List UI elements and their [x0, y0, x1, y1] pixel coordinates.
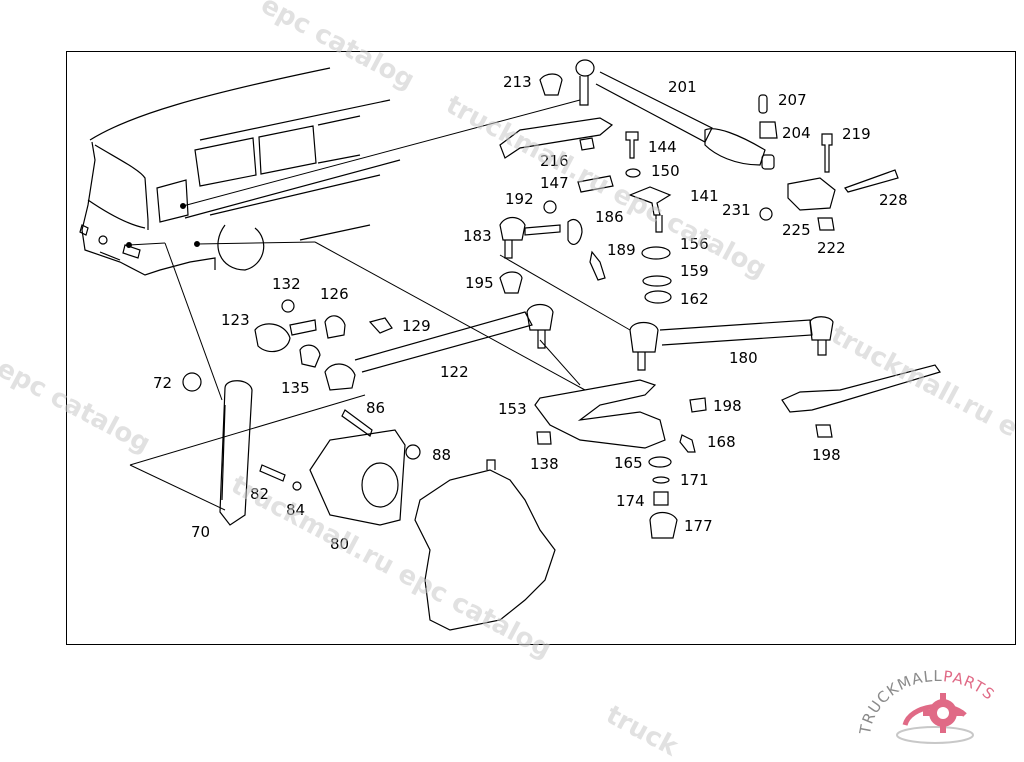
- callout-216[interactable]: 216: [540, 152, 569, 170]
- callout-201[interactable]: 201: [668, 78, 697, 96]
- callout-192[interactable]: 192: [505, 190, 534, 208]
- callout-70[interactable]: 70: [191, 523, 210, 541]
- callout-144[interactable]: 144: [648, 138, 677, 156]
- callout-165[interactable]: 165: [614, 454, 643, 472]
- callout-82[interactable]: 82: [250, 485, 269, 503]
- callout-156[interactable]: 156: [680, 235, 709, 253]
- callout-72[interactable]: 72: [153, 374, 172, 392]
- callout-86[interactable]: 86: [366, 399, 385, 417]
- callout-177[interactable]: 177: [684, 517, 713, 535]
- callout-159[interactable]: 159: [680, 262, 709, 280]
- truckmall-parts-logo: TRUCKMALLPARTS: [855, 655, 1020, 747]
- callout-228[interactable]: 228: [879, 191, 908, 209]
- callout-122[interactable]: 122: [440, 363, 469, 381]
- callout-207[interactable]: 207: [778, 91, 807, 109]
- callout-162[interactable]: 162: [680, 290, 709, 308]
- callout-153[interactable]: 153: [498, 400, 527, 418]
- callout-123[interactable]: 123: [221, 311, 250, 329]
- callout-204[interactable]: 204: [782, 124, 811, 142]
- callout-231[interactable]: 231: [722, 201, 751, 219]
- callout-213[interactable]: 213: [503, 73, 532, 91]
- callout-135[interactable]: 135: [281, 379, 310, 397]
- callout-labels: 213 201 207 204 219 144 216 150 147 141 …: [153, 73, 908, 553]
- callout-198-upper[interactable]: 198: [713, 397, 742, 415]
- callout-189[interactable]: 189: [607, 241, 636, 259]
- callout-186[interactable]: 186: [595, 208, 624, 226]
- small-parts: [182, 73, 941, 631]
- callout-219[interactable]: 219: [842, 125, 871, 143]
- callout-150[interactable]: 150: [651, 162, 680, 180]
- callout-171[interactable]: 171: [680, 471, 709, 489]
- callout-225[interactable]: 225: [782, 221, 811, 239]
- part-201-tie-rod: [575, 59, 775, 170]
- callout-195[interactable]: 195: [465, 274, 494, 292]
- callout-183[interactable]: 183: [463, 227, 492, 245]
- callout-132[interactable]: 132: [272, 275, 301, 293]
- callout-168[interactable]: 168: [707, 433, 736, 451]
- callout-129[interactable]: 129: [402, 317, 431, 335]
- callout-198-lower[interactable]: 198: [812, 446, 841, 464]
- callout-126[interactable]: 126: [320, 285, 349, 303]
- gear-icon: [896, 693, 974, 744]
- callout-174[interactable]: 174: [616, 492, 645, 510]
- callout-180[interactable]: 180: [729, 349, 758, 367]
- diagram-frame: [66, 51, 1016, 645]
- callout-80[interactable]: 80: [330, 535, 349, 553]
- bus-illustration: [79, 67, 401, 276]
- callout-138[interactable]: 138: [530, 455, 559, 473]
- callout-147[interactable]: 147: [540, 174, 569, 192]
- callout-222[interactable]: 222: [817, 239, 846, 257]
- callout-88[interactable]: 88: [432, 446, 451, 464]
- leader-lines: [126, 99, 631, 511]
- callout-141[interactable]: 141: [690, 187, 719, 205]
- callout-84[interactable]: 84: [286, 501, 305, 519]
